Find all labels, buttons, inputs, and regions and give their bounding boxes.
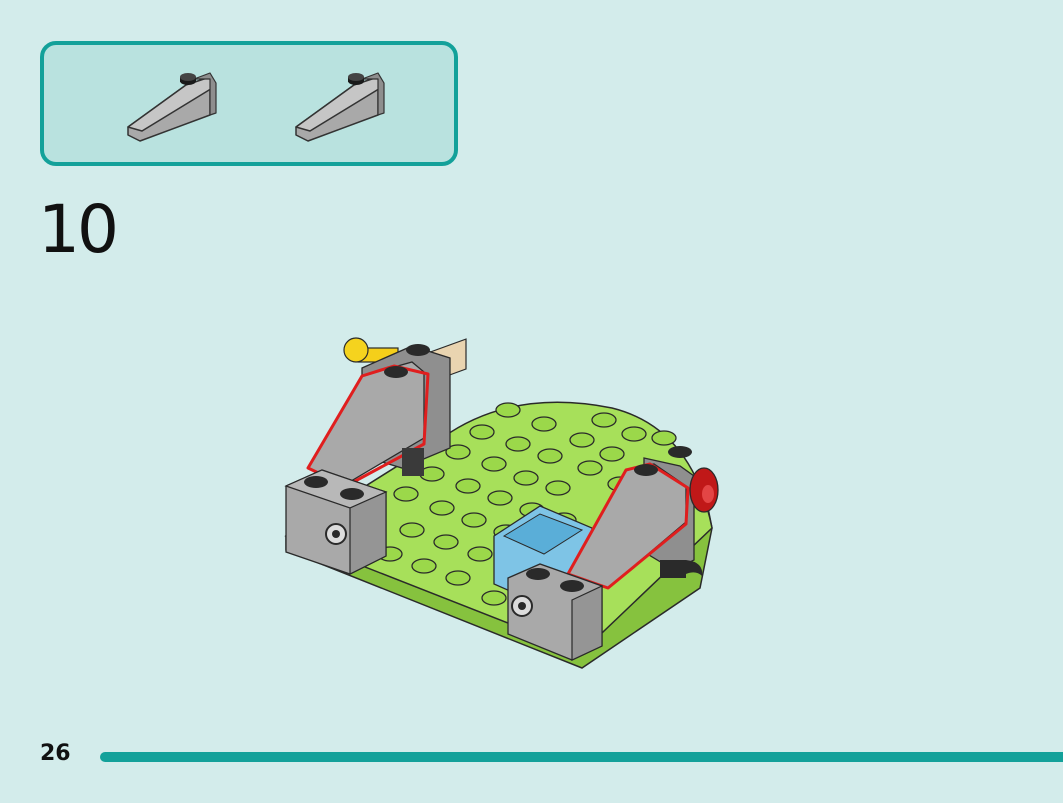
black-clip-icon: [660, 560, 703, 578]
page-number: 26: [40, 741, 71, 766]
slope-brick-icon: [295, 72, 385, 142]
grey-slope-brick-icon-right: [566, 446, 695, 590]
grey-slope-brick-icon: [306, 344, 451, 488]
grey-brick-front-right: [507, 563, 603, 661]
grey-brick-front-left: [284, 469, 388, 575]
plate-studs: [377, 402, 677, 606]
model-assembly-illustration: [284, 337, 719, 669]
page-progress-bar: [100, 752, 1063, 762]
step-number: 10: [38, 191, 119, 268]
slope-brick-icon: [127, 72, 217, 142]
parts-callout: [40, 41, 458, 166]
red-round-tile-icon: [689, 467, 719, 513]
